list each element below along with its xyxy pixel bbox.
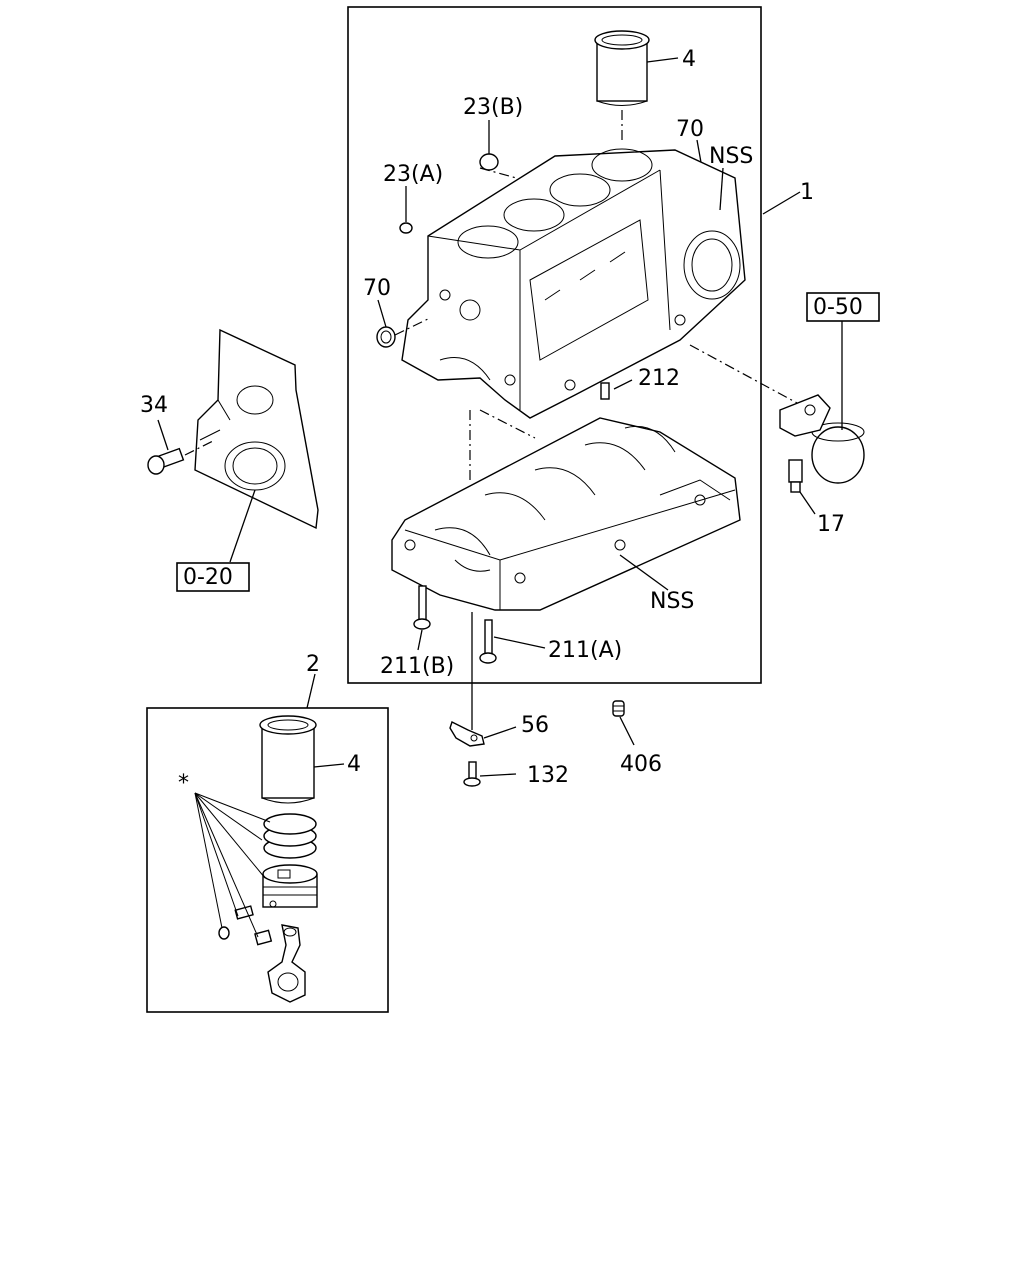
callout-212[interactable]: 212: [638, 366, 680, 391]
cylinder-liner-kit-part[interactable]: [259, 715, 317, 804]
callout-211a[interactable]: 211(A): [548, 638, 622, 663]
piston-rings-part[interactable]: [263, 813, 317, 859]
bolt-211b-part[interactable]: [413, 585, 431, 630]
dowel-pin-212-part[interactable]: [600, 382, 610, 400]
filter-assembly-part[interactable]: [779, 394, 865, 484]
callout-70-left[interactable]: 70: [363, 276, 391, 301]
callout-asterisk[interactable]: *: [178, 771, 189, 796]
callout-23b[interactable]: 23(B): [463, 95, 523, 120]
cylinder-block-frame: [347, 6, 762, 684]
callout-406[interactable]: 406: [620, 752, 662, 777]
cylinder-block-part[interactable]: [401, 148, 746, 419]
callout-4-top[interactable]: 4: [682, 47, 696, 72]
callout-56[interactable]: 56: [521, 713, 549, 738]
callout-1[interactable]: 1: [800, 180, 814, 205]
asterisk-leaders: [194, 792, 271, 938]
plug-23a-part[interactable]: [399, 222, 413, 234]
connecting-rod-part[interactable]: [267, 924, 306, 1003]
bracket-56-part[interactable]: [449, 721, 485, 747]
ref-box-020[interactable]: [176, 562, 250, 592]
crankcase-part[interactable]: [391, 417, 741, 611]
plug-70-left-part[interactable]: [376, 326, 396, 348]
piston-part[interactable]: [262, 864, 318, 908]
plug-23b-part[interactable]: [479, 153, 499, 171]
bolt-211a-part[interactable]: [479, 619, 497, 664]
bolt-34-part[interactable]: [147, 447, 185, 475]
callout-23a[interactable]: 23(A): [383, 162, 443, 187]
callout-70-top[interactable]: 70: [676, 117, 704, 142]
callout-ref-020[interactable]: 0-20: [183, 565, 233, 590]
sensor-17-part[interactable]: [788, 459, 803, 493]
callout-4-bottom[interactable]: 4: [347, 752, 361, 777]
callout-ref-050[interactable]: 0-50: [813, 295, 863, 320]
callout-132[interactable]: 132: [527, 763, 569, 788]
piston-pin-part[interactable]: [218, 905, 273, 946]
ref-box-050[interactable]: [806, 292, 880, 322]
callout-17[interactable]: 17: [817, 512, 845, 537]
callout-2[interactable]: 2: [306, 652, 320, 677]
bolt-132-part[interactable]: [463, 761, 481, 787]
piston-kit-frame: [146, 707, 389, 1013]
callout-211b[interactable]: 211(B): [380, 654, 454, 679]
plug-406-part[interactable]: [612, 700, 625, 717]
cylinder-liner-part[interactable]: [594, 30, 650, 106]
callout-nss-bottom[interactable]: NSS: [650, 589, 694, 614]
callout-34[interactable]: 34: [140, 393, 168, 418]
rear-plate-part[interactable]: [194, 328, 319, 530]
callout-nss-top[interactable]: NSS: [709, 144, 753, 169]
